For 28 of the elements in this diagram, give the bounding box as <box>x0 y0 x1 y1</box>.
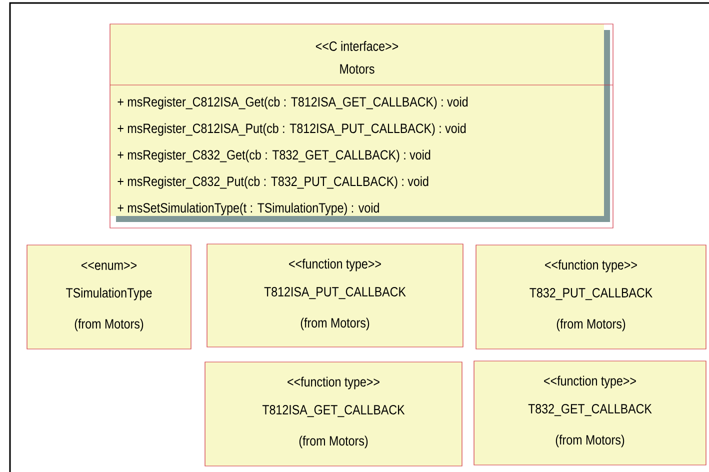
type-box <box>26 244 192 350</box>
type-box <box>476 244 706 350</box>
package-note: (from Motors) <box>74 318 144 332</box>
operation-text: + msRegister_C812ISA_Get(cb : T812ISA_GET_CALLBACK) : void <box>118 96 468 110</box>
type-name: TSimulationType <box>66 288 152 300</box>
stereotype-label: <<function type>> <box>288 376 380 390</box>
type-name: T812ISA_PUT_CALLBACK <box>264 286 406 300</box>
class-box <box>110 24 614 228</box>
package-note: (from Motors) <box>556 434 624 448</box>
stereotype-label: <<function type>> <box>289 258 381 272</box>
operation-text: + msRegister_C812ISA_Put(cb : T812ISA_PUT_CALLBACK) : void <box>118 123 466 136</box>
stereotype-label: <<enum>> <box>81 262 136 270</box>
type-box <box>206 244 464 348</box>
package-note: (from Motors) <box>299 436 368 448</box>
type-name: T832_GET_CALLBACK <box>528 404 652 416</box>
type-box <box>474 360 706 466</box>
class-name: Motors <box>340 64 374 74</box>
operation-text: + msSetSimulationType(t : TSimulationType) : void <box>118 202 379 216</box>
type-name: T812ISA_GET_CALLBACK <box>262 404 405 418</box>
type-name: T832_PUT_CALLBACK <box>530 288 652 300</box>
stereotype-label: <<C interface>> <box>316 41 398 51</box>
stereotype-label: <<function type>> <box>545 260 637 272</box>
operation-text: + msRegister_C832_Get(cb : T832_GET_CALLBACK) : void <box>118 150 430 162</box>
operation-text: + msRegister_C832_Put(cb : T832_PUT_CALLBACK) : void <box>118 176 428 189</box>
package-note: (from Motors) <box>556 318 626 332</box>
type-box <box>204 362 462 466</box>
stereotype-label: <<function type>> <box>544 376 636 388</box>
package-note: (from Motors) <box>300 318 370 330</box>
